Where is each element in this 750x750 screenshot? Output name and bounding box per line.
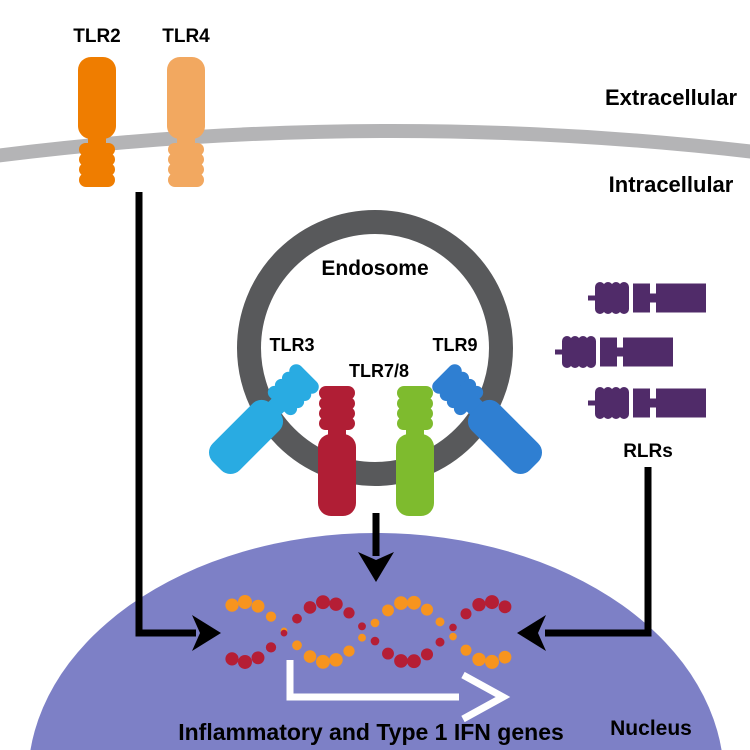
dna-dot [382, 647, 394, 660]
intracellular-label: Intracellular [609, 172, 734, 197]
dna-dot [420, 603, 434, 616]
dna-dot [303, 601, 317, 614]
dna-dot [358, 633, 366, 642]
dna-dot [449, 632, 457, 641]
transcription-arrow [286, 660, 511, 723]
tlr3-label: TLR3 [270, 335, 315, 355]
dna-dot [435, 617, 445, 627]
rlr-molecule-2 [555, 336, 673, 368]
tlr2-label: TLR2 [73, 26, 121, 47]
dna-dot [382, 604, 394, 617]
dna-dot [343, 645, 355, 657]
genes-label: Inflammatory and Type 1 IFN genes [178, 719, 564, 745]
extracellular-label: Extracellular [605, 85, 738, 110]
rlr-molecule-3 [588, 387, 706, 419]
arrow-tlr2-to-nucleus [135, 192, 221, 651]
dna-dot [329, 597, 343, 611]
dna-dot [329, 653, 343, 667]
tlr7-receptor [318, 386, 356, 516]
tlr2-receptor [78, 57, 116, 187]
dna-dot [343, 607, 355, 619]
arrow-tlr78-to-nucleus [358, 513, 394, 582]
endosome-label: Endosome [321, 257, 428, 280]
dna-dot [394, 596, 408, 610]
tlr4-label: TLR4 [162, 26, 210, 47]
dna-dot [280, 629, 288, 637]
dna-dot [238, 654, 252, 669]
dna-dot [303, 650, 317, 663]
dna-dot [292, 640, 302, 651]
dna-dot [292, 613, 302, 624]
tlr8-receptor [396, 386, 434, 516]
dna-dot [225, 598, 239, 612]
dna-dot [265, 611, 277, 622]
dna-dot [358, 622, 366, 631]
dna-dot [472, 652, 486, 667]
dna-dot [370, 636, 380, 646]
dna-dot [485, 595, 499, 610]
dna-dot [316, 595, 330, 610]
dna-dot [370, 618, 380, 628]
dna-dot [460, 644, 472, 656]
tlr78-label: TLR7/8 [349, 361, 409, 381]
dna-dot [460, 608, 472, 620]
dna-dot [316, 654, 330, 669]
dna-dot [498, 600, 512, 614]
dna-helix [225, 595, 512, 669]
rlrs-label: RLRs [623, 441, 673, 462]
dna-dot [394, 654, 408, 668]
dna-dot [472, 597, 486, 612]
rlr-molecule-1 [588, 282, 706, 314]
dna-dot [407, 654, 421, 669]
dna-dot [449, 623, 457, 632]
nucleus-label: Nucleus [610, 717, 692, 740]
endosome-membrane [237, 210, 513, 486]
dna-dot [420, 648, 434, 661]
dna-dot [407, 595, 421, 610]
dna-dot [238, 595, 252, 610]
dna-dot [265, 642, 277, 653]
tlr9-label: TLR9 [433, 335, 478, 355]
dna-dot [251, 599, 265, 613]
tlr4-receptor [167, 57, 205, 187]
dna-dot [498, 650, 512, 664]
arrow-rlr-to-nucleus [517, 467, 652, 651]
dna-dot [435, 637, 445, 647]
dna-dot [251, 651, 265, 665]
dna-dot [485, 654, 499, 669]
dna-dot [225, 652, 239, 666]
